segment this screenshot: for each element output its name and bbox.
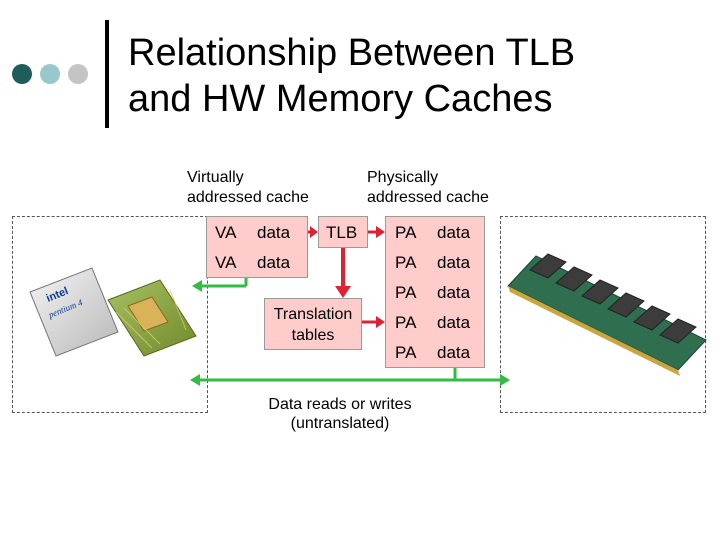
physical-cache-row-2-data: data <box>437 253 471 272</box>
physical-cache-row-3-data: data <box>437 283 471 302</box>
title-line-1: Relationship Between TLB <box>128 32 576 74</box>
title-dot-teal <box>40 64 60 84</box>
physical-cache-row-1-data: data <box>437 223 471 242</box>
green-data-bus-arrow <box>190 368 510 386</box>
virtual-cache-row-2-addr: VA <box>215 253 237 272</box>
tlb-label: TLB <box>326 223 358 242</box>
physical-cache-row-1-addr: PA <box>395 223 417 242</box>
physical-cache-row-3-addr: PA <box>395 283 417 302</box>
physical-cache-row-4-addr: PA <box>395 313 417 332</box>
virtual-cache-caption: Virtually addressed cache <box>187 169 309 206</box>
cpu-chip-icon: intel pentium 4 <box>29 267 197 357</box>
tlb-box <box>318 216 368 248</box>
virtual-cache <box>206 216 308 278</box>
title-divider <box>105 20 109 128</box>
title-dot-gray <box>68 64 88 84</box>
red-va-to-tlb-arrow <box>308 226 318 238</box>
physical-cache-row-4-data: data <box>437 313 471 332</box>
translation-tables-box <box>264 298 362 350</box>
green-virtual-cache-arrow <box>192 278 248 292</box>
title-dot-dark <box>12 64 32 84</box>
virtual-cache-row-1-addr: VA <box>215 223 237 242</box>
memory-region-outline <box>500 216 706 413</box>
red-translation-arrow <box>335 248 351 298</box>
virtual-cache-row-2-data: data <box>257 253 291 272</box>
cpu-region-outline <box>12 216 208 413</box>
physical-cache-row-5-data: data <box>437 343 471 362</box>
memory-module-icon <box>507 253 707 376</box>
page-title: Relationship Between TLB and HW Memory C… <box>128 30 575 122</box>
data-bus-label: Data reads or writes (untranslated) <box>268 396 412 432</box>
physical-cache <box>385 216 485 368</box>
physical-cache-caption: Physically addressed cache <box>367 169 489 206</box>
red-tables-to-pa-arrow <box>362 316 385 328</box>
virtual-cache-row-1-data: data <box>257 223 291 242</box>
physical-cache-row-5-addr: PA <box>395 343 417 362</box>
title-line-2: and HW Memory Caches <box>128 78 553 120</box>
physical-cache-row-2-addr: PA <box>395 253 417 272</box>
translation-tables-label: Translation tables <box>273 306 353 344</box>
red-tlb-to-pa-arrow <box>368 226 385 238</box>
